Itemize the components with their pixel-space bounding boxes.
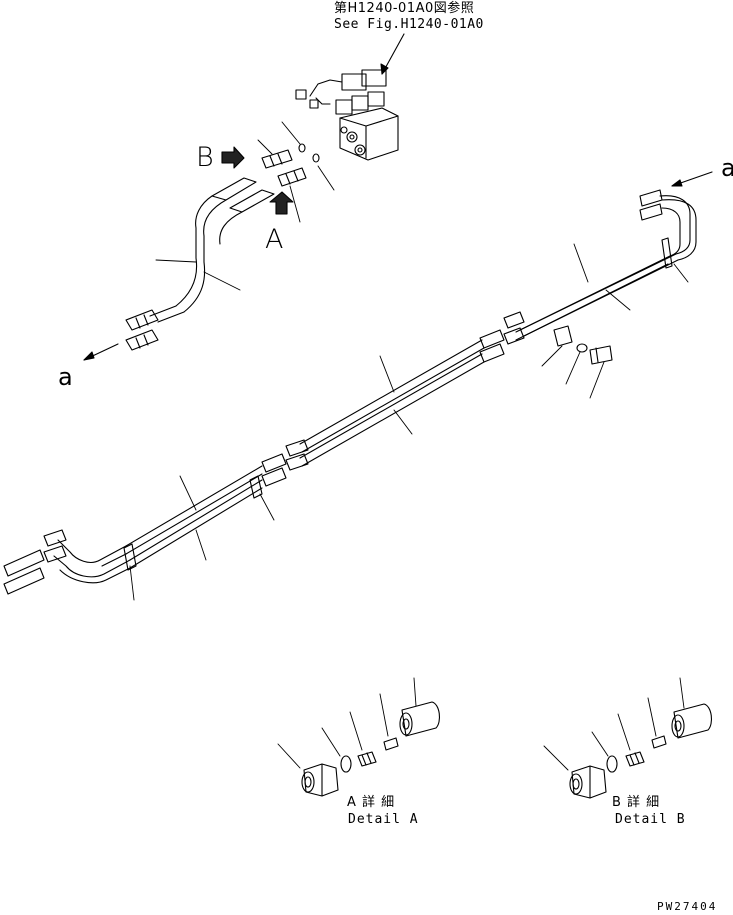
view-label-b: B	[196, 142, 214, 173]
detail-a-title-jp: A 詳 細	[347, 795, 396, 810]
view-label-a: A	[265, 224, 284, 255]
upper-pipe-pair	[516, 190, 696, 340]
detail-b-title-jp: B 詳 細	[612, 795, 661, 810]
reference-leader	[381, 34, 404, 74]
detail-b-drawing	[544, 678, 711, 798]
view-arrow-b	[222, 147, 244, 168]
connection-arrow-right	[672, 172, 712, 186]
valve-fittings	[262, 144, 319, 186]
middle-pipe-pair	[300, 340, 484, 466]
reference-text-jp: 第H1240-01A0図参照	[334, 1, 475, 16]
lower-pipe-pair	[4, 466, 262, 594]
clamp-hardware	[554, 326, 612, 364]
valve-hoses	[126, 178, 274, 350]
valve-block	[296, 70, 398, 160]
leader-lines	[130, 122, 688, 600]
detail-a-title-en: Detail A	[348, 812, 419, 827]
connection-label-left: a	[58, 363, 73, 391]
detail-a-drawing	[278, 678, 439, 796]
mid-couplings-right	[480, 312, 524, 362]
reference-text-en: See Fig.H1240-01A0	[334, 17, 484, 32]
connection-arrow-left	[84, 344, 118, 360]
mid-couplings-left	[262, 440, 308, 486]
view-arrow-a	[270, 192, 293, 214]
detail-b-title-en: Detail B	[615, 812, 686, 827]
drawing-code: PW27404	[657, 900, 718, 913]
connection-label-top-right: a	[721, 154, 733, 182]
